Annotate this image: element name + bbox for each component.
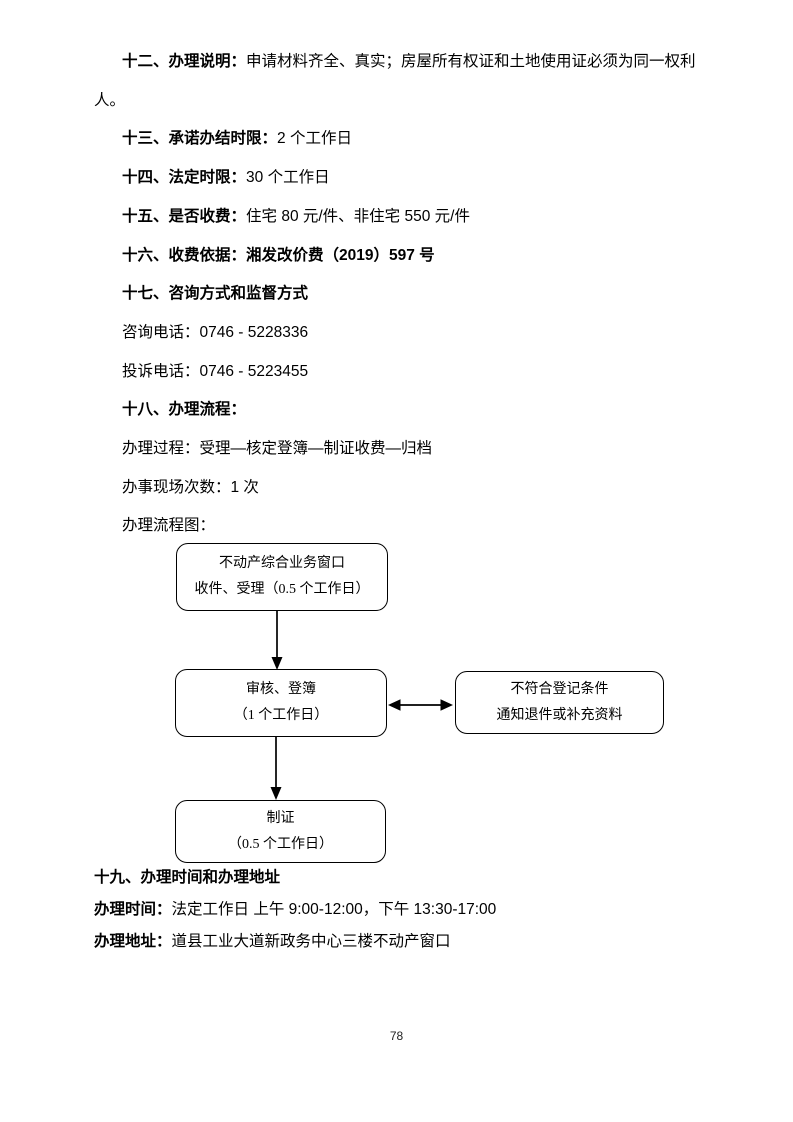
- fc-box-line: （1 个工作日）: [233, 708, 329, 723]
- para-label: 十七、咨询方式和监督方式: [122, 285, 309, 303]
- sec15-fees: 十五、是否收费：住宅 80 元/件、非住宅 550 元/件: [94, 198, 713, 237]
- arrow-right-head: [440, 699, 453, 711]
- fc-box-line: 审核、登簿: [246, 682, 316, 697]
- para-text: 办理流程图：: [122, 517, 216, 535]
- para-label: 十三、承诺办结时限：: [122, 130, 278, 148]
- sec13-promised-time-limit: 十三、承诺办结时限：2 个工作日: [94, 120, 713, 159]
- para-text: 办理过程：受理—核定登簿—制证收费—归档: [122, 440, 433, 458]
- para-text: 投诉电话：0746 - 5223455: [122, 362, 309, 380]
- arrow-left-head: [388, 699, 401, 711]
- service-hours: 办理时间：法定工作日 上午 9:00-12:00，下午 13:30-17:00: [94, 894, 713, 926]
- para-label: 十六、收费依据：湘发改价费（2019）597 号: [122, 246, 435, 264]
- fc-box-line: 不符合登记条件: [510, 681, 609, 697]
- complaint-phone: 投诉电话：0746 - 5223455: [94, 353, 713, 392]
- sec16-fee-basis: 十六、收费依据：湘发改价费（2019）597 号: [94, 237, 713, 276]
- document-footer-section: 十九、办理时间和办理地址 办理时间：法定工作日 上午 9:00-12:00，下午…: [94, 862, 713, 958]
- fc-box-certificate: 制证 （0.5 个工作日）: [175, 800, 386, 863]
- page-number: 78: [389, 1029, 404, 1043]
- sec14-legal-time-limit: 十四、法定时限：30 个工作日: [94, 159, 713, 198]
- flowchart-caption: 办理流程图：: [94, 507, 713, 546]
- fc-box-line: 不动产综合业务窗口: [219, 556, 345, 571]
- flowchart-arrows: [270, 611, 453, 800]
- para-label: 十九、办理时间和办理地址: [94, 869, 281, 886]
- para-text: 办事现场次数：1 次: [122, 478, 259, 496]
- fc-box-line: 收件、受理（0.5 个工作日）: [194, 582, 370, 597]
- para-text: 申请材料齐全、真实；房屋所有权证和土地使用证必须为同一权利人。: [94, 53, 696, 109]
- sec19-time-address: 十九、办理时间和办理地址: [94, 862, 713, 894]
- sec17-consult-supervision: 十七、咨询方式和监督方式: [94, 275, 713, 314]
- para-text: 咨询电话：0746 - 5228336: [122, 323, 309, 341]
- para-text: 法定工作日 上午 9:00-12:00，下午 13:30-17:00: [171, 901, 497, 918]
- onsite-visits: 办事现场次数：1 次: [94, 469, 713, 508]
- service-address: 办理地址：道县工业大道新政务中心三楼不动产窗口: [94, 926, 713, 958]
- consult-phone: 咨询电话：0746 - 5228336: [94, 314, 713, 353]
- document-body: 十二、办理说明：申请材料齐全、真实；房屋所有权证和土地使用证必须为同一权利人。 …: [94, 43, 713, 546]
- sec18-process: 十八、办理流程：: [94, 391, 713, 430]
- sec12-instructions: 十二、办理说明：申请材料齐全、真实；房屋所有权证和土地使用证必须为同一权利人。: [94, 43, 713, 120]
- fc-box-line: 通知退件或补充资料: [496, 707, 623, 723]
- para-label: 办理时间：: [94, 901, 172, 918]
- para-label: 十五、是否收费：: [122, 207, 247, 225]
- fc-box-intake: 不动产综合业务窗口 收件、受理（0.5 个工作日）: [176, 543, 388, 611]
- process-steps: 办理过程：受理—核定登簿—制证收费—归档: [94, 430, 713, 469]
- para-label: 十四、法定时限：: [122, 169, 247, 187]
- para-label: 十八、办理流程：: [122, 401, 247, 419]
- para-text: 道县工业大道新政务中心三楼不动产窗口: [171, 933, 451, 950]
- process-flowchart: 不动产综合业务窗口 收件、受理（0.5 个工作日） 审核、登簿 （1 个工作日）…: [0, 543, 793, 863]
- para-text: 2 个工作日: [277, 130, 352, 148]
- arrow-down-1-head: [271, 657, 283, 670]
- para-label: 十二、办理说明：: [122, 53, 247, 70]
- fc-box-line: （0.5 个工作日）: [228, 836, 333, 852]
- fc-box-reject: 不符合登记条件 通知退件或补充资料: [455, 671, 664, 734]
- para-text: 30 个工作日: [246, 169, 330, 187]
- para-text: 住宅 80 元/件、非住宅 550 元/件: [246, 207, 470, 225]
- fc-box-line: 制证: [266, 810, 295, 826]
- arrow-down-2-head: [270, 787, 282, 800]
- para-label: 办理地址：: [94, 933, 172, 950]
- fc-box-review: 审核、登簿 （1 个工作日）: [175, 669, 387, 737]
